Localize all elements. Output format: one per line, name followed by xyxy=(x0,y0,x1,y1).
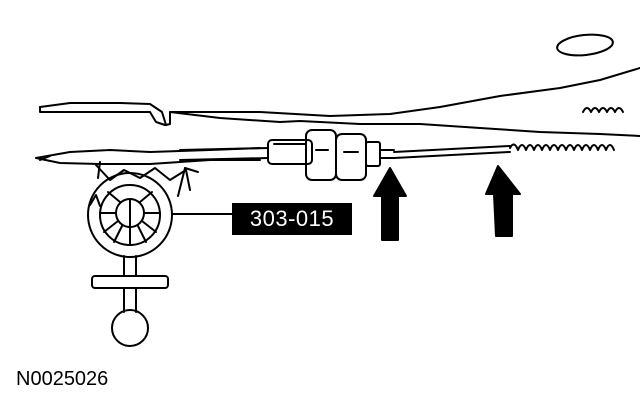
lower-rail xyxy=(35,147,261,165)
cable-pulley xyxy=(87,172,173,258)
cable-right-lower xyxy=(393,151,511,159)
tool-stem xyxy=(91,255,169,347)
arrow-up-icon xyxy=(373,167,407,241)
oval-opening xyxy=(556,33,614,57)
figure-number: N0025026 xyxy=(16,368,109,390)
coil-spring-upper xyxy=(582,107,624,113)
cable-right xyxy=(393,145,511,153)
cable-adjuster xyxy=(267,129,395,181)
arrow-up-icon xyxy=(485,165,521,237)
coil-spring-lower xyxy=(509,143,615,151)
pulley-bracket xyxy=(95,161,199,197)
cable-main-lower xyxy=(179,157,269,161)
cable-main xyxy=(179,147,269,151)
underbody-panel xyxy=(39,67,640,137)
special-tool-label: 303-015 xyxy=(232,203,352,235)
